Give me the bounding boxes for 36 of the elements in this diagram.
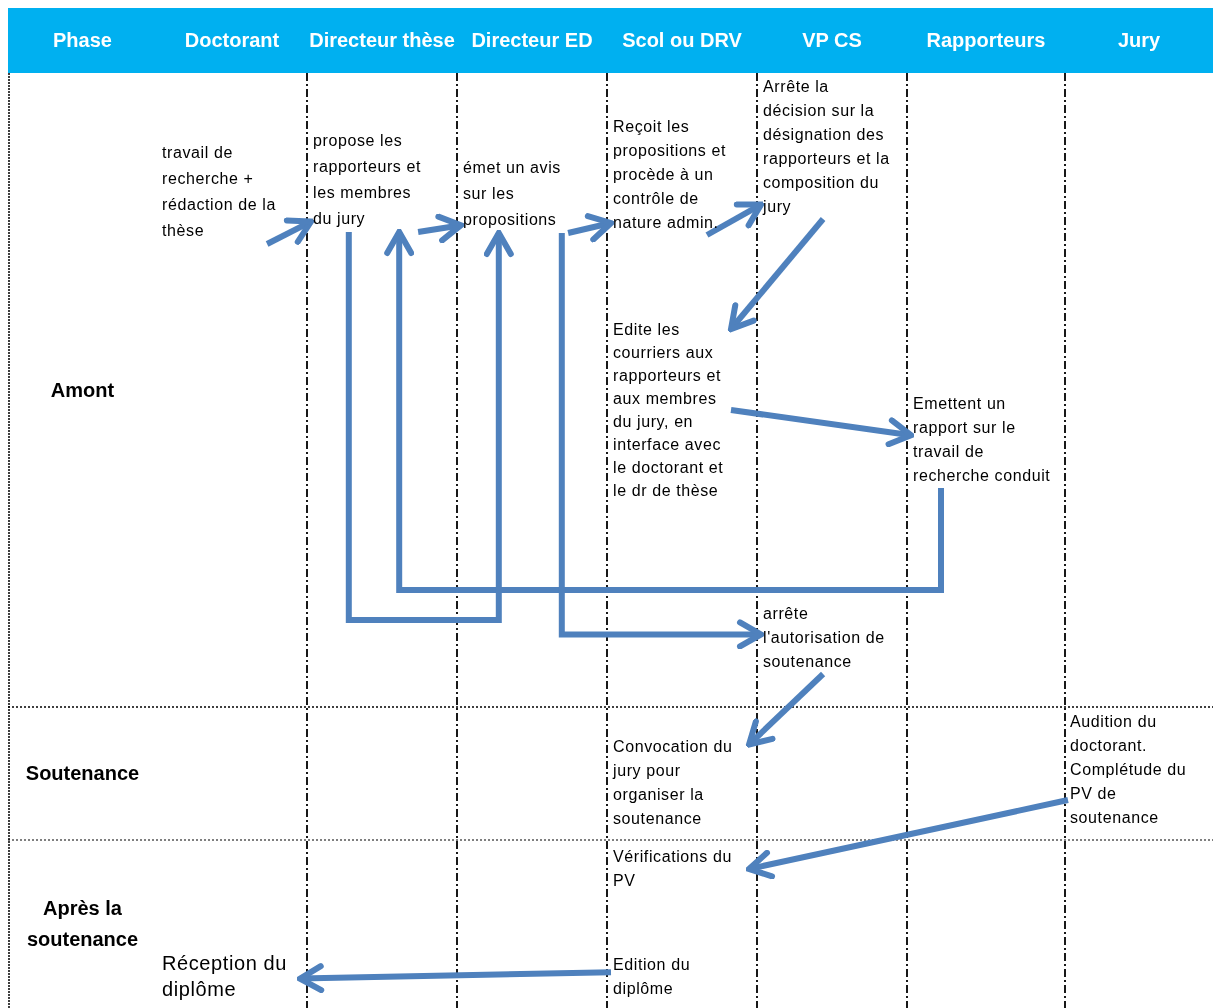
column-header: Phase — [53, 28, 112, 53]
step-text: émet un avis sur les propositions — [461, 155, 587, 233]
step-text: travail de recherche + rédaction de la thèse — [160, 140, 286, 244]
row-header: Après la soutenance — [25, 896, 140, 952]
step-text: propose les rapporteurs et les membres du jury — [311, 128, 437, 232]
arrow — [705, 201, 764, 238]
arrow — [265, 217, 314, 247]
arrow — [384, 229, 944, 593]
column-header: Directeur thèse — [309, 28, 455, 53]
arrow — [730, 407, 914, 448]
arrow — [746, 671, 826, 748]
arrow — [345, 230, 514, 623]
step-text: arrête l'autorisation de soutenance — [761, 602, 899, 674]
step-text: Emettent un rapport sur le travail de recherche conduit — [911, 392, 1061, 488]
arrow — [746, 797, 1069, 880]
step-text: Reçoit les propositions et procède à un contrôle de nature admin. — [611, 115, 731, 235]
row-header: Soutenance — [25, 761, 140, 786]
step-text: Vérifications du PV — [611, 845, 749, 893]
column-header: VP CS — [802, 28, 862, 53]
arrow — [558, 233, 764, 650]
column-header: Rapporteurs — [926, 28, 1046, 53]
step-text: Edition du diplôme — [611, 953, 749, 1001]
arrow — [567, 213, 614, 243]
row-header: Amont — [50, 377, 115, 403]
column-header: Directeur ED — [471, 28, 593, 53]
column-header: Jury — [1117, 28, 1161, 53]
arrow — [417, 213, 464, 244]
step-text: Convocation du jury pour organiser la soutenance — [611, 735, 749, 831]
column-header: Scol ou DRV — [622, 28, 742, 53]
step-text: Arrête la décision sur la désignation des rapporteurs et la composition du jury — [761, 75, 899, 219]
arrow — [728, 217, 826, 333]
step-text: Edite les courriers aux rapporteurs et aux membres du jury, en interface avec le doctorant et le dr de thèse — [611, 318, 731, 502]
step-text: Audition du doctorant. Complétude du PV de soutenance — [1068, 710, 1210, 830]
arrow — [297, 963, 612, 994]
step-text: Réception du diplôme — [160, 950, 300, 1002]
column-header: Doctorant — [184, 28, 280, 53]
